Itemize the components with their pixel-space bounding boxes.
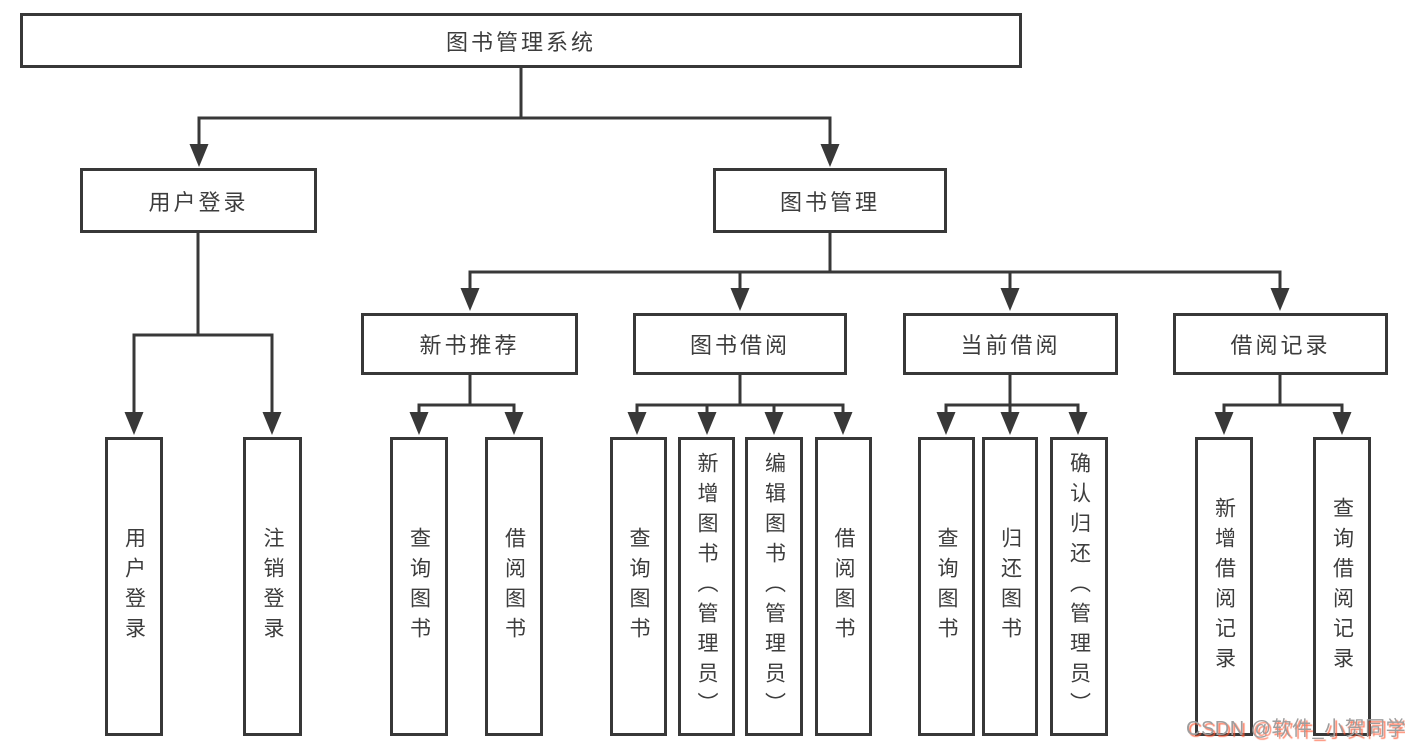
arrowhead: [124, 412, 144, 435]
leaf-confirm-return-admin: 确认归还（管理员）: [1050, 437, 1108, 736]
node-current-borrow: 当前借阅: [903, 313, 1118, 375]
node-user-login: 用户登录: [80, 168, 317, 233]
arrowhead: [697, 412, 717, 435]
leaf-label: 编辑图书（管理员）: [762, 451, 786, 722]
node-new-book-recommend: 新书推荐: [361, 313, 578, 375]
leaf-label: 查询图书: [627, 526, 650, 647]
edge-login-to-leaves: [132, 233, 274, 413]
leaf-label: 注销登录: [261, 526, 284, 647]
leaf-borrow-books: 借阅图书: [815, 437, 872, 736]
leaf-label: 确认归还（管理员）: [1067, 451, 1091, 722]
arrowhead: [1214, 412, 1234, 435]
leaf-borrow-books-recommend: 借阅图书: [485, 437, 543, 736]
edge-record-to-leaves: [1222, 375, 1344, 413]
arrowhead: [460, 288, 480, 311]
csdn-watermark: CSDN @软件_小贺同学: [1186, 718, 1405, 740]
arrowhead: [833, 412, 853, 435]
arrowhead: [764, 412, 784, 435]
node-book-borrow: 图书借阅: [633, 313, 847, 375]
arrowhead: [504, 412, 524, 435]
leaf-return-books: 归还图书: [982, 437, 1038, 736]
arrowhead: [820, 144, 840, 167]
arrowhead: [627, 412, 647, 435]
leaf-query-books-current: 查询图书: [918, 437, 975, 736]
leaf-query-borrow-record: 查询借阅记录: [1313, 437, 1371, 736]
leaf-label: 查询图书: [935, 526, 958, 647]
leaf-logout: 注销登录: [243, 437, 302, 736]
edge-mgmt-to-level3: [468, 233, 1282, 289]
node-borrow-record: 借阅记录: [1173, 313, 1388, 375]
arrowhead: [1270, 288, 1290, 311]
leaf-label: 用户登录: [122, 526, 146, 647]
arrowhead: [189, 144, 209, 167]
arrowhead: [1000, 412, 1020, 435]
leaf-label: 查询借阅记录: [1330, 496, 1354, 677]
leaf-label: 新增图书（管理员）: [695, 451, 718, 722]
leaf-query-books-borrow: 查询图书: [610, 437, 667, 736]
leaf-label: 查询图书: [407, 526, 431, 647]
leaf-label: 借阅图书: [832, 526, 855, 647]
arrowhead: [1000, 288, 1020, 311]
leaf-add-books-admin: 新增图书（管理员）: [678, 437, 735, 736]
arrowhead: [936, 412, 956, 435]
arrowhead: [1332, 412, 1352, 435]
leaf-label: 新增借阅记录: [1212, 496, 1236, 677]
arrowhead: [262, 412, 282, 435]
leaf-user-login: 用户登录: [105, 437, 163, 736]
node-book-management: 图书管理: [713, 168, 947, 233]
leaf-label: 借阅图书: [502, 526, 526, 647]
edge-current-to-leaves: [944, 375, 1080, 413]
arrowhead: [730, 288, 750, 311]
leaf-add-borrow-record: 新增借阅记录: [1195, 437, 1253, 736]
edge-borrow-to-leaves: [635, 375, 845, 413]
edge-newrec-to-leaves: [417, 375, 516, 413]
arrowhead: [1068, 412, 1088, 435]
leaf-label: 归还图书: [998, 526, 1022, 647]
arrowhead: [409, 412, 429, 435]
node-root-system: 图书管理系统: [20, 13, 1022, 68]
edge-root-to-level2: [197, 68, 832, 145]
leaf-edit-books-admin: 编辑图书（管理员）: [745, 437, 803, 736]
leaf-query-books-recommend: 查询图书: [390, 437, 448, 736]
